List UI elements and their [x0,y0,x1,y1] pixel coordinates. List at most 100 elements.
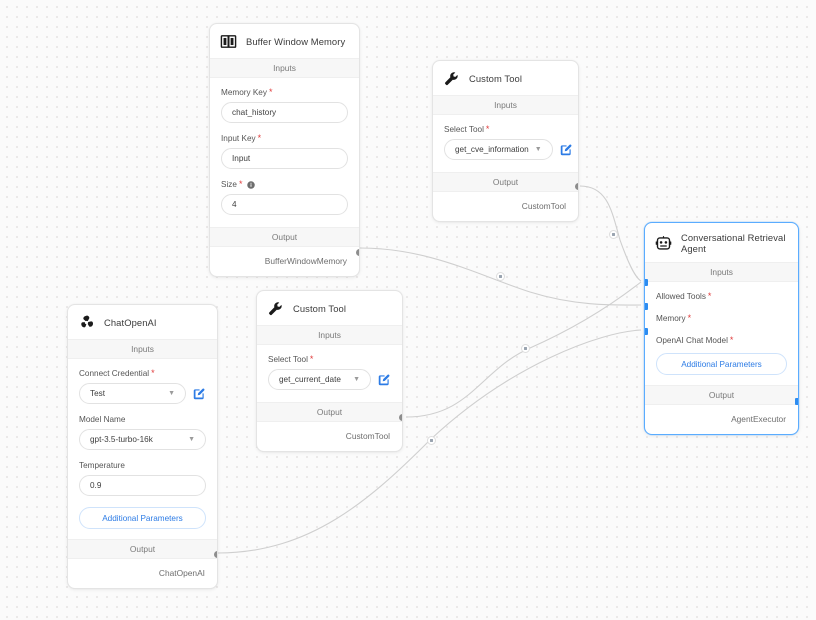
select-tool-dropdown[interactable]: get_current_date ▼ [268,369,371,390]
output-band: Output [433,172,578,192]
output-label: CustomTool [521,201,566,211]
output-anchor-bufferwindowmemory[interactable] [356,249,359,256]
model-name-dropdown[interactable]: gpt-3.5-turbo-16k ▼ [79,429,206,450]
output-band: Output [645,385,798,405]
inputs-band: Inputs [210,58,359,78]
port-label: Memory [656,314,686,323]
edit-icon[interactable] [559,143,573,157]
node-custom-tool-date[interactable]: Custom Tool Inputs Select Tool * get_cur… [256,290,403,452]
port-label: Allowed Tools [656,292,706,301]
output-anchor-chatopenai[interactable] [214,551,217,558]
wrench-icon [444,72,458,86]
output-band: Output [68,539,217,559]
inputs-band: Inputs [433,95,578,115]
edge-midpoint-handle[interactable] [427,436,436,445]
label-text: Size [221,180,237,189]
required-asterisk: * [151,368,155,378]
info-icon[interactable] [247,180,256,189]
label-text: Input Key [221,134,256,143]
selected-value: get_current_date [279,375,341,384]
field-row: get_current_date ▼ [268,369,391,390]
required-asterisk: * [687,313,692,323]
input-port-memory: Memory * [656,313,787,324]
node-header: Custom Tool [433,61,578,95]
size-input[interactable]: 4 [221,194,348,215]
wrench-icon [268,302,282,316]
port-label: OpenAI Chat Model [656,336,728,345]
required-asterisk: * [729,335,734,345]
edge-midpoint-handle[interactable] [521,344,530,353]
node-body: Connect Credential * Test ▼ Model Na [68,359,217,539]
field-label: Temperature [79,461,206,470]
edge-midpoint-handle[interactable] [496,272,505,281]
node-title: ChatOpenAI [104,317,157,328]
node-body: Select Tool * get_cve_information ▼ [433,115,578,172]
input-anchor-memory[interactable] [645,303,648,310]
additional-parameters-button[interactable]: Additional Parameters [79,507,206,529]
field-label: Size * [221,180,348,189]
label-text: Connect Credential [79,369,150,378]
input-anchor-openai-chat-model[interactable] [645,328,648,335]
output-row: BufferWindowMemory [210,247,359,276]
input-anchor-allowed-tools[interactable] [645,279,648,286]
node-title: Custom Tool [293,303,347,314]
label-text: Model Name [79,415,126,424]
field-label: Model Name [79,415,206,424]
field-connect-credential: Connect Credential * Test ▼ [79,369,206,404]
book-icon [220,35,237,48]
node-header: ChatOpenAI [68,305,217,339]
node-header: Buffer Window Memory [210,24,359,58]
chevron-down-icon: ▼ [353,376,360,383]
edit-icon[interactable] [192,387,206,401]
memory-key-input[interactable]: chat_history [221,102,348,123]
additional-parameters-button[interactable]: Additional Parameters [656,353,787,375]
field-label: Select Tool * [268,354,391,365]
node-body: Allowed Tools * Memory * OpenAI Chat Mod… [645,282,798,385]
output-anchor-customtool[interactable] [399,414,402,421]
edit-icon[interactable] [377,373,391,387]
node-header: Conversational Retrieval Agent [645,223,798,262]
input-port-allowed-tools: Allowed Tools * [656,291,787,302]
node-conversational-retrieval-agent[interactable]: Conversational Retrieval Agent Inputs Al… [644,222,799,435]
output-label: CustomTool [345,431,390,441]
selected-value: gpt-3.5-turbo-16k [90,435,153,444]
edge-midpoint-handle[interactable] [609,230,618,239]
node-buffer-window-memory[interactable]: Buffer Window Memory Inputs Memory Key *… [209,23,360,277]
output-row: ChatOpenAI [68,559,217,588]
required-asterisk: * [268,87,273,97]
field-row: Test ▼ [79,383,206,404]
field-model-name: Model Name gpt-3.5-turbo-16k ▼ [79,415,206,450]
label-text: Temperature [79,461,125,470]
node-custom-tool-cve[interactable]: Custom Tool Inputs Select Tool * get_cve… [432,60,579,222]
label-text: Memory Key [221,88,267,97]
node-body: Select Tool * get_current_date ▼ [257,345,402,402]
field-label: Select Tool * [444,125,567,135]
openai-icon [81,315,94,328]
chevron-down-icon: ▼ [168,390,175,397]
output-label: ChatOpenAI [158,568,205,578]
field-row: get_cve_information ▼ [444,139,572,160]
field-input-key: Input Key * Input [221,134,348,169]
node-title: Conversational Retrieval Agent [681,232,786,254]
connect-credential-dropdown[interactable]: Test ▼ [79,383,186,404]
inputs-band: Inputs [68,339,217,359]
node-title: Custom Tool [469,73,523,84]
required-asterisk: * [257,133,262,143]
inputs-band: Inputs [645,262,798,282]
node-chat-openai[interactable]: ChatOpenAI Inputs Connect Credential * T… [67,304,218,589]
field-label: Connect Credential * [79,368,206,379]
required-asterisk: * [309,354,314,364]
output-anchor-customtool[interactable] [575,183,578,190]
temperature-input[interactable]: 0.9 [79,475,206,496]
chevron-down-icon: ▼ [188,436,195,443]
input-key-input[interactable]: Input [221,148,348,169]
select-tool-dropdown[interactable]: get_cve_information ▼ [444,139,553,160]
output-anchor-agentexecutor[interactable] [795,398,798,405]
required-asterisk: * [238,179,243,189]
label-text: Select Tool [268,355,308,364]
output-row: AgentExecutor [645,405,798,434]
required-asterisk: * [707,291,712,301]
node-body: Memory Key * chat_history Input Key * In… [210,78,359,227]
node-header: Custom Tool [257,291,402,325]
